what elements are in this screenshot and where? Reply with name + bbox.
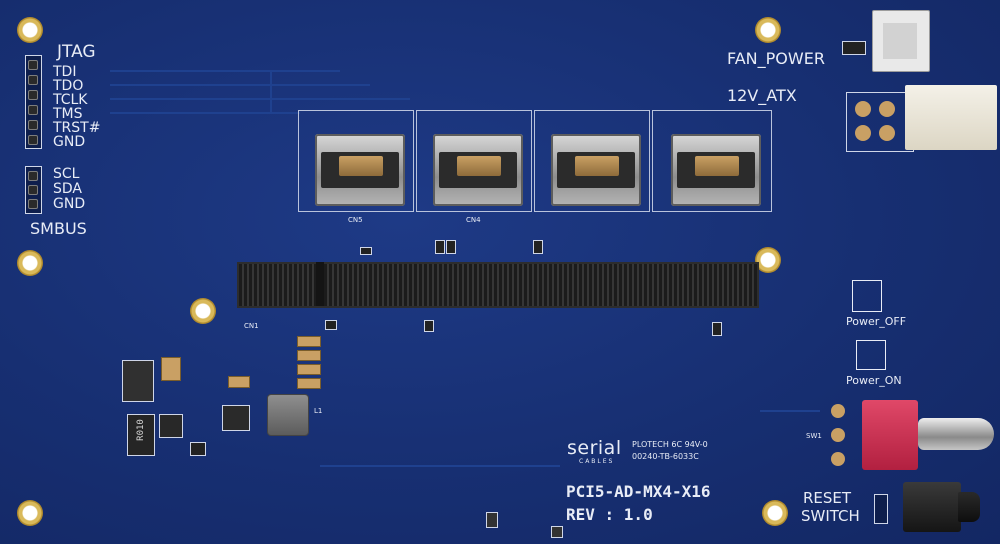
smbus-header [25, 166, 42, 214]
board-revision: REV : 1.0 [566, 505, 653, 524]
fan-power-connector [872, 10, 930, 72]
smbus-pin-gnd: GND [53, 196, 86, 212]
smbus-pin-sda: SDA [53, 181, 82, 197]
led [486, 512, 498, 528]
switch-label: SW1 [806, 432, 822, 440]
pcie-slot-label: CN1 [244, 322, 259, 330]
sff-connector [671, 134, 761, 206]
capacitor [297, 378, 321, 389]
smd-ic [190, 442, 206, 456]
capacitor [161, 357, 181, 381]
capacitor [228, 376, 250, 388]
smd-resistor [446, 240, 456, 254]
jtag-pin-tms: TMS [53, 106, 83, 122]
mosfet [122, 360, 154, 402]
mounting-hole [755, 247, 781, 273]
jtag-pin-tclk: TCLK [53, 92, 88, 108]
brand-logo-top: serial [567, 437, 622, 459]
jtag-pin-trst: TRST# [53, 120, 101, 136]
reset-switch-header [874, 494, 888, 524]
smd-ic [159, 414, 183, 438]
fab-line-2: 00240-TB-6033C [632, 452, 699, 461]
smd-cap [712, 322, 722, 336]
capacitor [297, 350, 321, 361]
reset-switch-button[interactable] [958, 492, 980, 522]
smbus-title: SMBUS [30, 219, 87, 238]
atx-12v-plug [905, 85, 997, 150]
connector-cn4-label: CN4 [466, 216, 481, 224]
mounting-hole [17, 250, 43, 276]
sff-connector [551, 134, 641, 206]
jtag-pin-tdo: TDO [53, 78, 84, 94]
connector-cn5-label: CN5 [348, 216, 363, 224]
brand-logo-bottom: CABLES [579, 458, 615, 465]
capacitor [297, 336, 321, 347]
atx-12v-label: 12V_ATX [727, 86, 797, 105]
mounting-hole [17, 17, 43, 43]
shunt-resistor-label: R010 [135, 419, 146, 441]
jtag-title: JTAG [57, 42, 96, 62]
controller-ic [222, 405, 250, 431]
connector-cn4-outline [416, 110, 532, 212]
sff-connector [433, 134, 523, 206]
reset-switch-body[interactable] [903, 482, 961, 532]
toggle-switch-pins [827, 400, 863, 472]
fan-capacitor [842, 41, 866, 55]
smbus-pin-scl: SCL [53, 166, 80, 182]
mounting-hole [755, 17, 781, 43]
reset-switch-label-line2: SWITCH [801, 507, 860, 525]
reset-switch-label-line1: RESET [803, 489, 852, 507]
connector-cn2-outline [652, 110, 772, 212]
capacitor [297, 364, 321, 375]
smd-cap [325, 320, 337, 330]
power-off-footprint [852, 280, 882, 312]
fab-line-1: PLOTECH 6C 94V-0 [632, 440, 708, 449]
inductor-l1 [267, 394, 309, 436]
power-off-label: Power_OFF [846, 315, 907, 328]
pcie-slot-key [316, 262, 324, 306]
sff-connector [315, 134, 405, 206]
shunt-resistor [127, 414, 155, 456]
jtag-pin-gnd: GND [53, 134, 86, 150]
pcie-x16-slot [237, 262, 759, 308]
board-model: PCI5-AD-MX4-X16 [566, 482, 711, 501]
mounting-hole [190, 298, 216, 324]
jtag-pin-tdi: TDI [53, 64, 77, 80]
smd-cap [424, 320, 434, 332]
led [551, 526, 563, 538]
mounting-hole [762, 500, 788, 526]
inductor-label: L1 [314, 407, 323, 415]
fan-power-label: FAN_POWER [727, 49, 825, 68]
jtag-header [25, 55, 42, 149]
power-on-footprint [856, 340, 886, 370]
smd-resistor [360, 247, 372, 255]
mounting-hole [17, 500, 43, 526]
smd-resistor [435, 240, 445, 254]
power-on-label: Power_ON [846, 374, 902, 387]
toggle-switch-lever[interactable] [918, 418, 994, 450]
connector-cn5-outline [298, 110, 414, 212]
atx-12v-connector [846, 92, 914, 152]
connector-cn3-outline [534, 110, 650, 212]
toggle-switch-body[interactable] [862, 400, 918, 470]
smd-resistor [533, 240, 543, 254]
